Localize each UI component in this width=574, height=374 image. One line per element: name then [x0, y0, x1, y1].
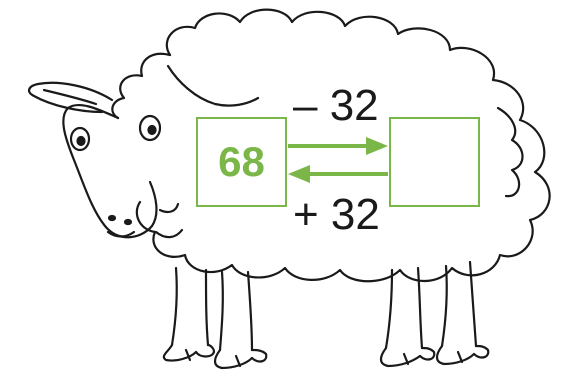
backward-arrow — [288, 165, 388, 183]
backward-operation-label: + 32 — [293, 190, 380, 239]
forward-arrowhead-icon — [366, 137, 388, 155]
answer-box[interactable] — [389, 117, 480, 207]
start-number: 68 — [218, 138, 265, 185]
backward-arrowhead-icon — [288, 165, 310, 183]
forward-operation-label: – 32 — [293, 81, 379, 130]
start-number-box: 68 — [196, 117, 287, 207]
forward-arrow — [288, 137, 388, 155]
